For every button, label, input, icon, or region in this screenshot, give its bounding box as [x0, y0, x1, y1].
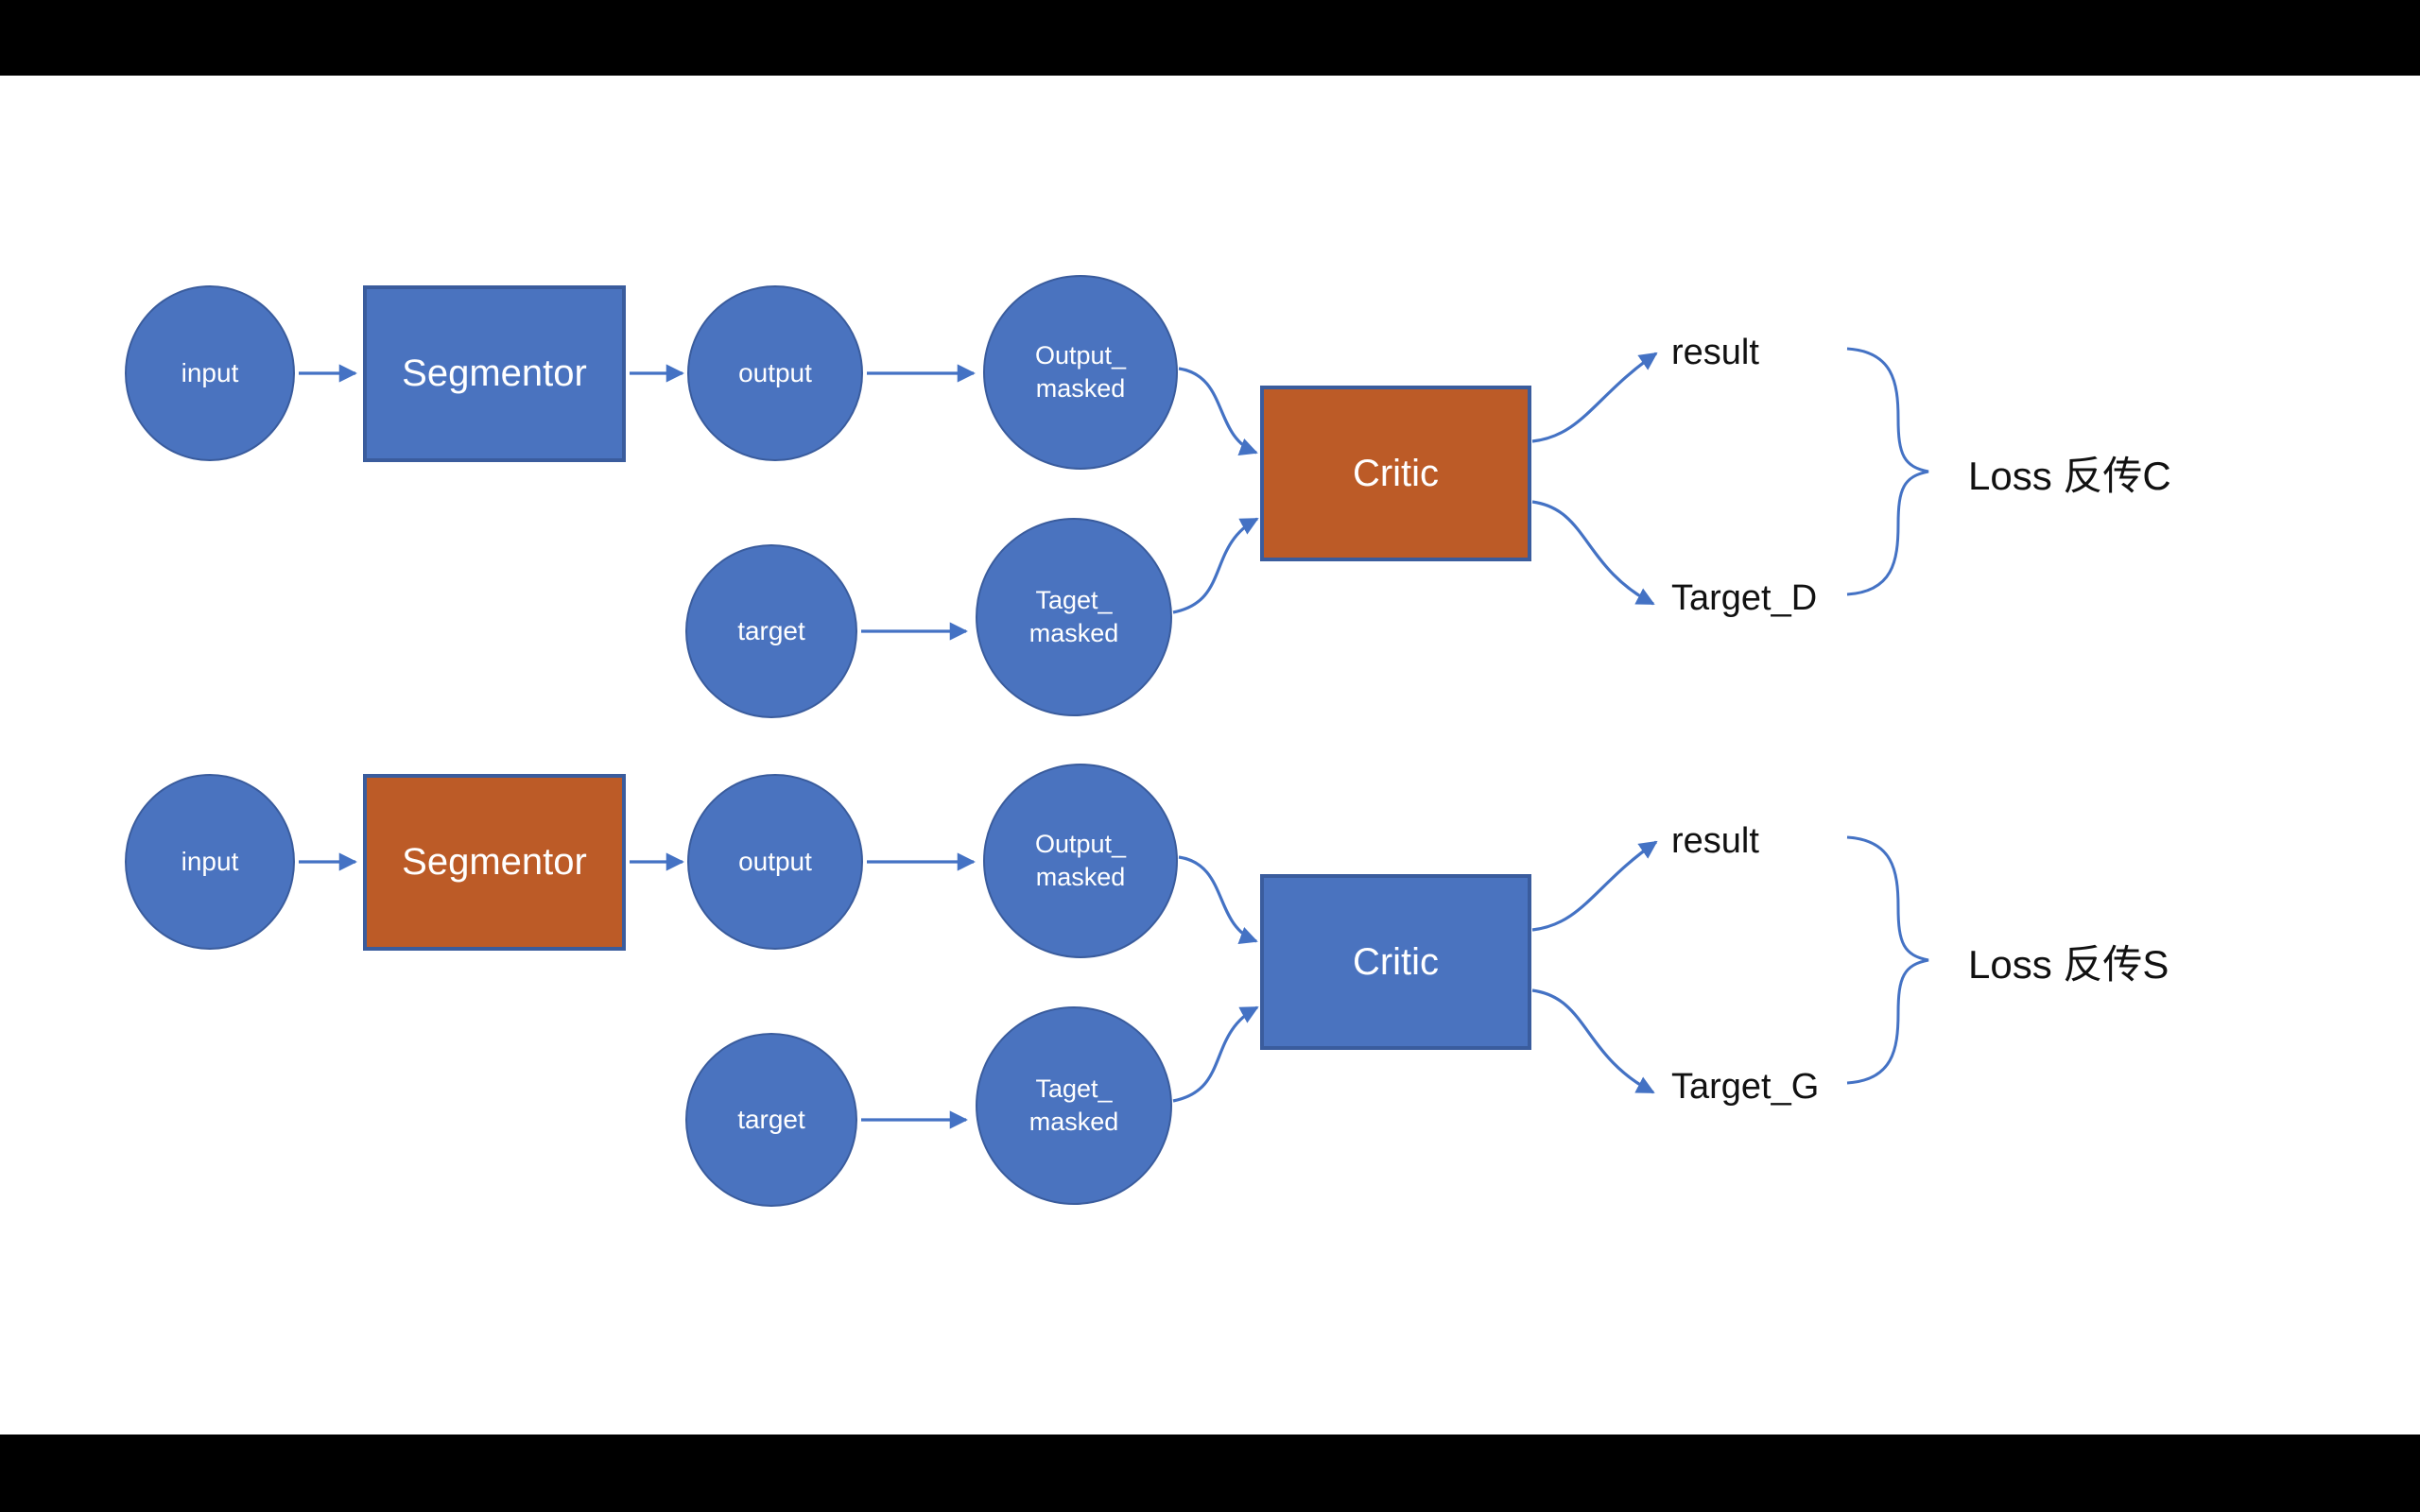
loss-label-row2: Loss 反传S: [1968, 942, 2169, 987]
target-masked-node-row1: Taget_ masked: [976, 518, 1172, 716]
result-label-row1: result: [1671, 333, 1759, 372]
target-node-row1: target: [685, 544, 857, 718]
output-masked-line1-row1: Output_: [1034, 340, 1127, 369]
output-masked-node-row1: Output_ masked: [983, 275, 1178, 470]
segmentor-node-row1: Segmentor: [363, 285, 626, 462]
output-masked-line2-row2: masked: [1035, 863, 1126, 891]
input-node-row2: input: [125, 774, 295, 950]
critic-label-row2: Critic: [1352, 940, 1440, 983]
output-label-row2: output: [738, 847, 812, 876]
segmentor-label-row1: Segmentor: [402, 352, 587, 394]
critic-label-row1: Critic: [1352, 452, 1440, 494]
input-label-row2: input: [181, 847, 239, 876]
output-node-row2: output: [687, 774, 863, 950]
target-d-label-row1: Target_D: [1671, 578, 1818, 618]
input-label-row1: input: [181, 358, 239, 387]
output-node-row1: output: [687, 285, 863, 461]
target-masked-label-row1: Taget_ masked: [1029, 584, 1119, 650]
diagram-canvas: [0, 76, 2420, 1435]
critic-node-row2: Critic: [1260, 874, 1531, 1050]
input-node-row1: input: [125, 285, 295, 461]
output-masked-label-row1: Output_ masked: [1035, 339, 1126, 405]
output-masked-line2-row1: masked: [1035, 374, 1126, 403]
segmentor-label-row2: Segmentor: [402, 841, 587, 883]
output-label-row1: output: [738, 358, 812, 387]
critic-node-row1: Critic: [1260, 386, 1531, 561]
output-masked-label-row2: Output_ masked: [1035, 828, 1126, 894]
loss-label-row1: Loss 反传C: [1968, 454, 2171, 498]
target-masked-line2-row1: masked: [1028, 619, 1119, 647]
target-masked-line1-row2: Taget_: [1035, 1074, 1113, 1103]
target-g-label-row2: Target_G: [1671, 1067, 1820, 1107]
segmentor-node-row2: Segmentor: [363, 774, 626, 951]
output-masked-node-row2: Output_ masked: [983, 764, 1178, 958]
target-masked-node-row2: Taget_ masked: [976, 1006, 1172, 1205]
target-masked-line2-row2: masked: [1028, 1108, 1119, 1136]
target-label-row1: target: [737, 616, 805, 645]
target-masked-line1-row1: Taget_: [1035, 585, 1113, 614]
target-node-row2: target: [685, 1033, 857, 1207]
target-label-row2: target: [737, 1105, 805, 1134]
output-masked-line1-row2: Output_: [1034, 829, 1127, 858]
target-masked-label-row2: Taget_ masked: [1029, 1073, 1119, 1139]
result-label-row2: result: [1671, 821, 1759, 861]
